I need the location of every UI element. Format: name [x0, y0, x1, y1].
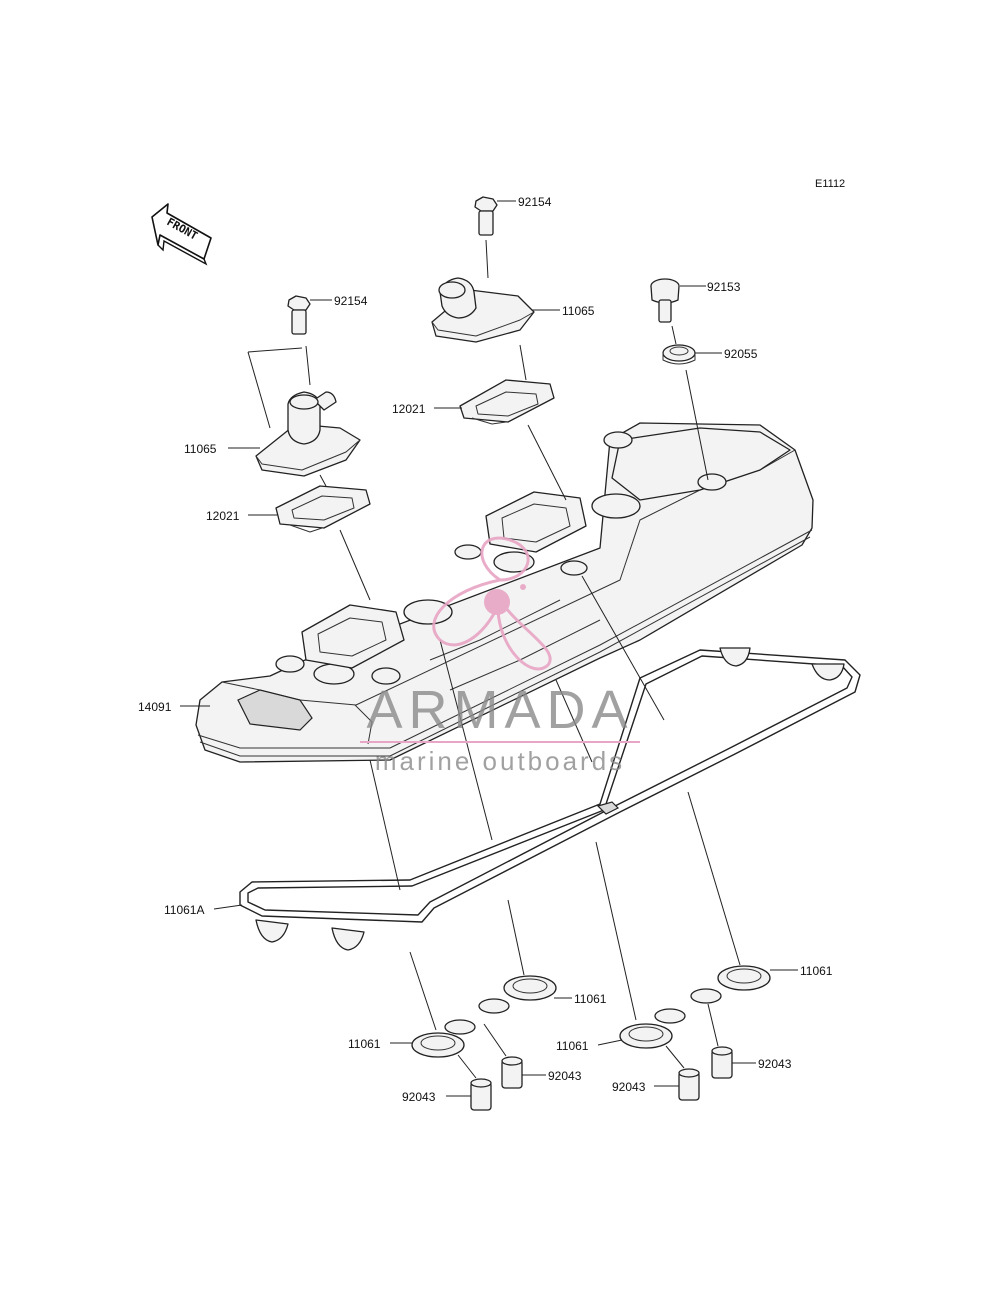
callout-11065-left: 11065 — [184, 442, 217, 456]
plug-seal-set-4 — [690, 965, 771, 1004]
callout-92153: 92153 — [707, 280, 741, 294]
watermark: ARMADA marine outboards — [360, 536, 640, 776]
callout-leaders — [180, 200, 798, 1097]
watermark-tagline: marine outboards — [375, 746, 625, 776]
callout-12021-left: 12021 — [206, 509, 240, 523]
washer-92055 — [662, 344, 696, 365]
dowel-pin-4 — [711, 1046, 733, 1079]
callout-11065-right: 11065 — [562, 304, 595, 318]
assembly-guide-lines — [247, 239, 741, 1079]
callout-14091: 14091 — [138, 700, 172, 714]
callout-11061a: 11061A — [164, 903, 204, 917]
reed-cover-right — [431, 277, 535, 343]
front-direction-arrow: FRONT — [151, 203, 212, 266]
head-cover-gasket — [239, 647, 861, 951]
dowel-pin-1 — [470, 1078, 492, 1111]
dowel-pin-2 — [501, 1056, 523, 1089]
callout-92043-c: 92043 — [612, 1080, 646, 1094]
watermark-logo — [432, 536, 552, 671]
plug-seal-set-1 — [411, 1019, 476, 1058]
bolt-92154-right — [474, 196, 498, 236]
diagram-code: E1112 — [815, 178, 845, 190]
callout-92055: 92055 — [724, 347, 758, 361]
dowel-pin-3 — [678, 1068, 700, 1101]
callout-11061-a: 11061 — [574, 992, 607, 1006]
reed-plate-left — [275, 485, 371, 533]
watermark-brand: ARMADA — [366, 680, 633, 740]
callout-92154-left: 92154 — [334, 294, 368, 308]
callout-11061-d: 11061 — [800, 964, 833, 978]
callout-12021-right: 12021 — [392, 402, 426, 416]
callout-92043-a: 92043 — [402, 1090, 436, 1104]
plug-seal-set-3 — [619, 1008, 686, 1049]
callout-labels: 92154 11065 92153 92055 12021 92154 1106… — [138, 195, 833, 1104]
callout-92043-d: 92043 — [758, 1057, 792, 1071]
bolt-92153 — [650, 278, 680, 323]
callout-11061-b: 11061 — [348, 1037, 381, 1051]
callout-11061-c: 11061 — [556, 1039, 589, 1053]
callout-92043-b: 92043 — [548, 1069, 582, 1083]
callout-92154-top: 92154 — [518, 195, 552, 209]
reed-plate-right — [459, 379, 555, 425]
bolt-92154-left — [287, 295, 311, 335]
plug-seal-set-2 — [478, 975, 557, 1014]
reed-cover-left — [255, 391, 361, 477]
